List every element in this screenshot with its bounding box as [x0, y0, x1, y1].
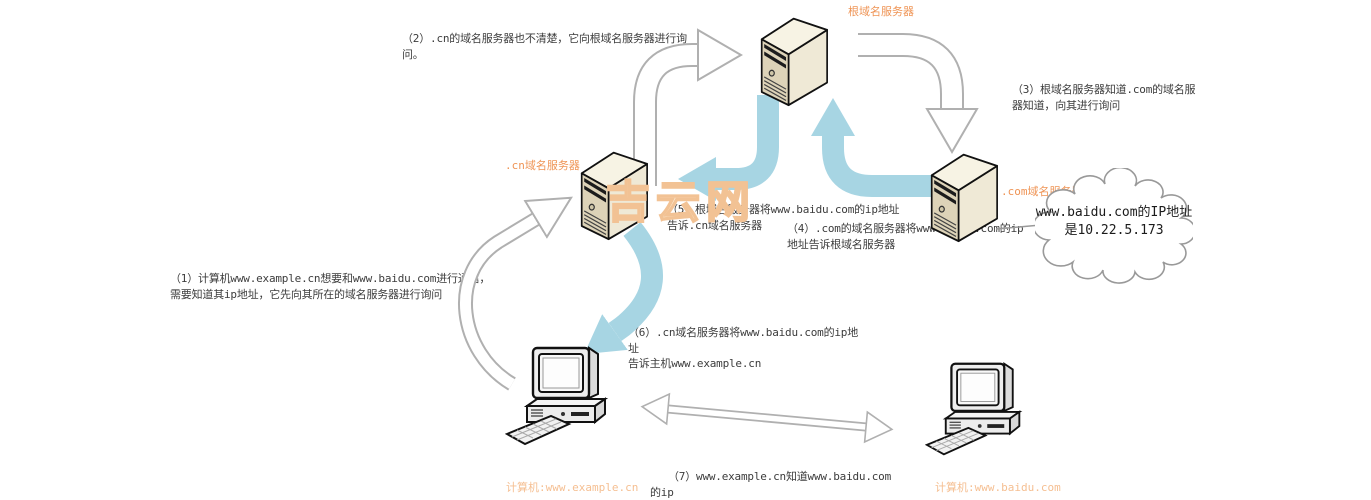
response-arrow-step6: [584, 222, 663, 355]
client-right-node: [924, 358, 1025, 466]
client-right-label: 计算机:www.baidu.com: [935, 481, 1061, 494]
step-1-line-1: （1）计算机www.example.cn想要和www.baidu.com进行通信…: [170, 272, 491, 285]
cloud-icon: [1032, 166, 1196, 284]
response-arrow-step4: [811, 98, 932, 197]
step-1-annotation: （1）计算机www.example.cn想要和www.baidu.com进行通信…: [170, 271, 495, 302]
step-5-line-2: 告诉.cn域名服务器: [667, 218, 762, 232]
client-left-label: 计算机:www.example.cn: [506, 481, 639, 494]
step-4-line-2: 地址告诉根域名服务器: [787, 237, 895, 251]
step-7-line-1: （7）www.example.cn知道www.baidu.com的ip: [650, 470, 892, 499]
computer-icon: [504, 346, 609, 446]
step-2-annotation: （2）.cn的域名服务器也不清楚，它向根域名服务器进行询 问。: [402, 31, 692, 62]
ip-cloud-text: www.baidu.com的IP地址 是10.22.5.173: [1035, 204, 1193, 240]
response-arrow-step5: [678, 95, 779, 201]
cn-server-label: .cn域名服务器: [505, 159, 580, 172]
ip-cloud-callout: www.baidu.com的IP地址 是10.22.5.173: [1032, 166, 1196, 286]
computer-icon: [924, 362, 1023, 456]
step-6-line-2: 告诉主机www.example.cn: [628, 357, 762, 370]
server-icon: [760, 17, 828, 107]
step-1-line-2: 需要知道其ip地址，它先向其所在的域名服务器进行询问: [170, 287, 443, 301]
query-arrow-step3: [858, 33, 979, 154]
step-3-line-2: 器知道，向其进行询问: [1012, 98, 1120, 112]
step-7-annotation: （7）www.example.cn知道www.baidu.com的ip 地址后就…: [650, 469, 895, 500]
step-6-line-1: （6）.cn域名服务器将www.baidu.com的ip地址: [628, 326, 859, 355]
step-5-annotation: （5）根域名服务器将www.baidu.com的ip地址 告诉.cn域名服务器: [667, 202, 902, 233]
ip-cloud-line-1: www.baidu.com的IP地址: [1035, 205, 1193, 220]
root-server-label: 根域名服务器: [848, 5, 914, 18]
server-icon: [580, 151, 648, 241]
step-6-annotation: （6）.cn域名服务器将www.baidu.com的ip地址 告诉主机www.e…: [628, 325, 868, 372]
com-server-node: [925, 149, 1003, 247]
server-icon: [930, 153, 998, 243]
cn-server-node: [575, 147, 653, 245]
query-arrow-step2: [633, 28, 743, 186]
communication-arrow-step7: [640, 392, 894, 444]
client-left-node: [504, 342, 611, 456]
step-5-line-1: （5）根域名服务器将www.baidu.com的ip地址: [667, 203, 900, 216]
root-server-node: [755, 13, 833, 111]
step-2-line-2: 问。: [402, 47, 424, 61]
query-arrow-step1: [458, 196, 573, 391]
step-2-line-1: （2）.cn的域名服务器也不清楚，它向根域名服务器进行询: [402, 32, 687, 45]
step-3-line-1: （3）根域名服务器知道.com的域名服: [1012, 83, 1196, 96]
watermark: 吉云网: [605, 176, 756, 229]
ip-cloud-line-2: 是10.22.5.173: [1064, 223, 1164, 238]
step-3-annotation: （3）根域名服务器知道.com的域名服 器知道，向其进行询问: [1012, 82, 1212, 113]
